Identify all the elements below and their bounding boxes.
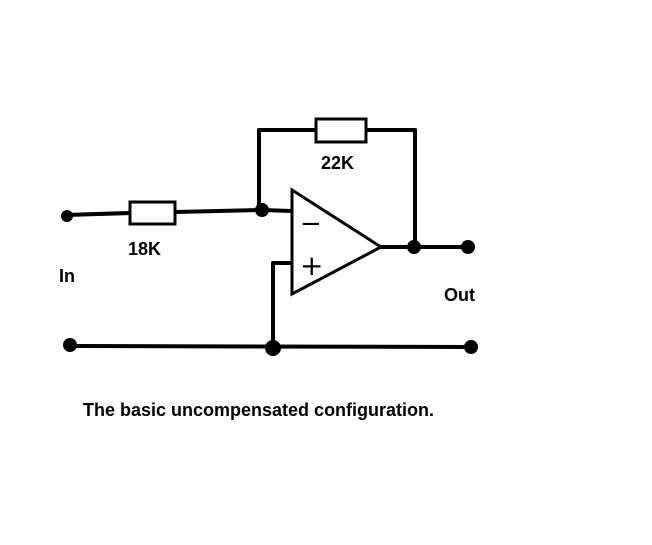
input-terminal-label: In <box>59 266 75 286</box>
input-resistor-label: 18K <box>128 239 161 259</box>
output-terminal-label: Out <box>444 285 475 305</box>
wires <box>64 128 474 350</box>
output-terminal-dot <box>461 240 475 254</box>
ground-junction-dot <box>265 340 281 356</box>
non-inverting-input-symbol: + <box>300 249 323 282</box>
input-resistor-to-node-wire <box>173 208 264 214</box>
op-amp-triangle <box>290 187 384 297</box>
nodes <box>61 203 478 356</box>
output-node-dot <box>407 240 421 254</box>
input-wire <box>64 211 132 217</box>
ground-left-terminal-dot <box>63 338 77 352</box>
input-resistor <box>128 200 177 226</box>
inverting-node-dot <box>255 203 269 217</box>
ground-right-terminal-dot <box>464 340 478 354</box>
feedback-resistor-label: 22K <box>321 153 354 173</box>
inverting-input-symbol: − <box>300 209 322 239</box>
feedback-resistor <box>314 117 368 144</box>
diagram-caption: The basic uncompensated configuration. <box>83 400 434 420</box>
input-terminal-dot <box>61 210 73 222</box>
